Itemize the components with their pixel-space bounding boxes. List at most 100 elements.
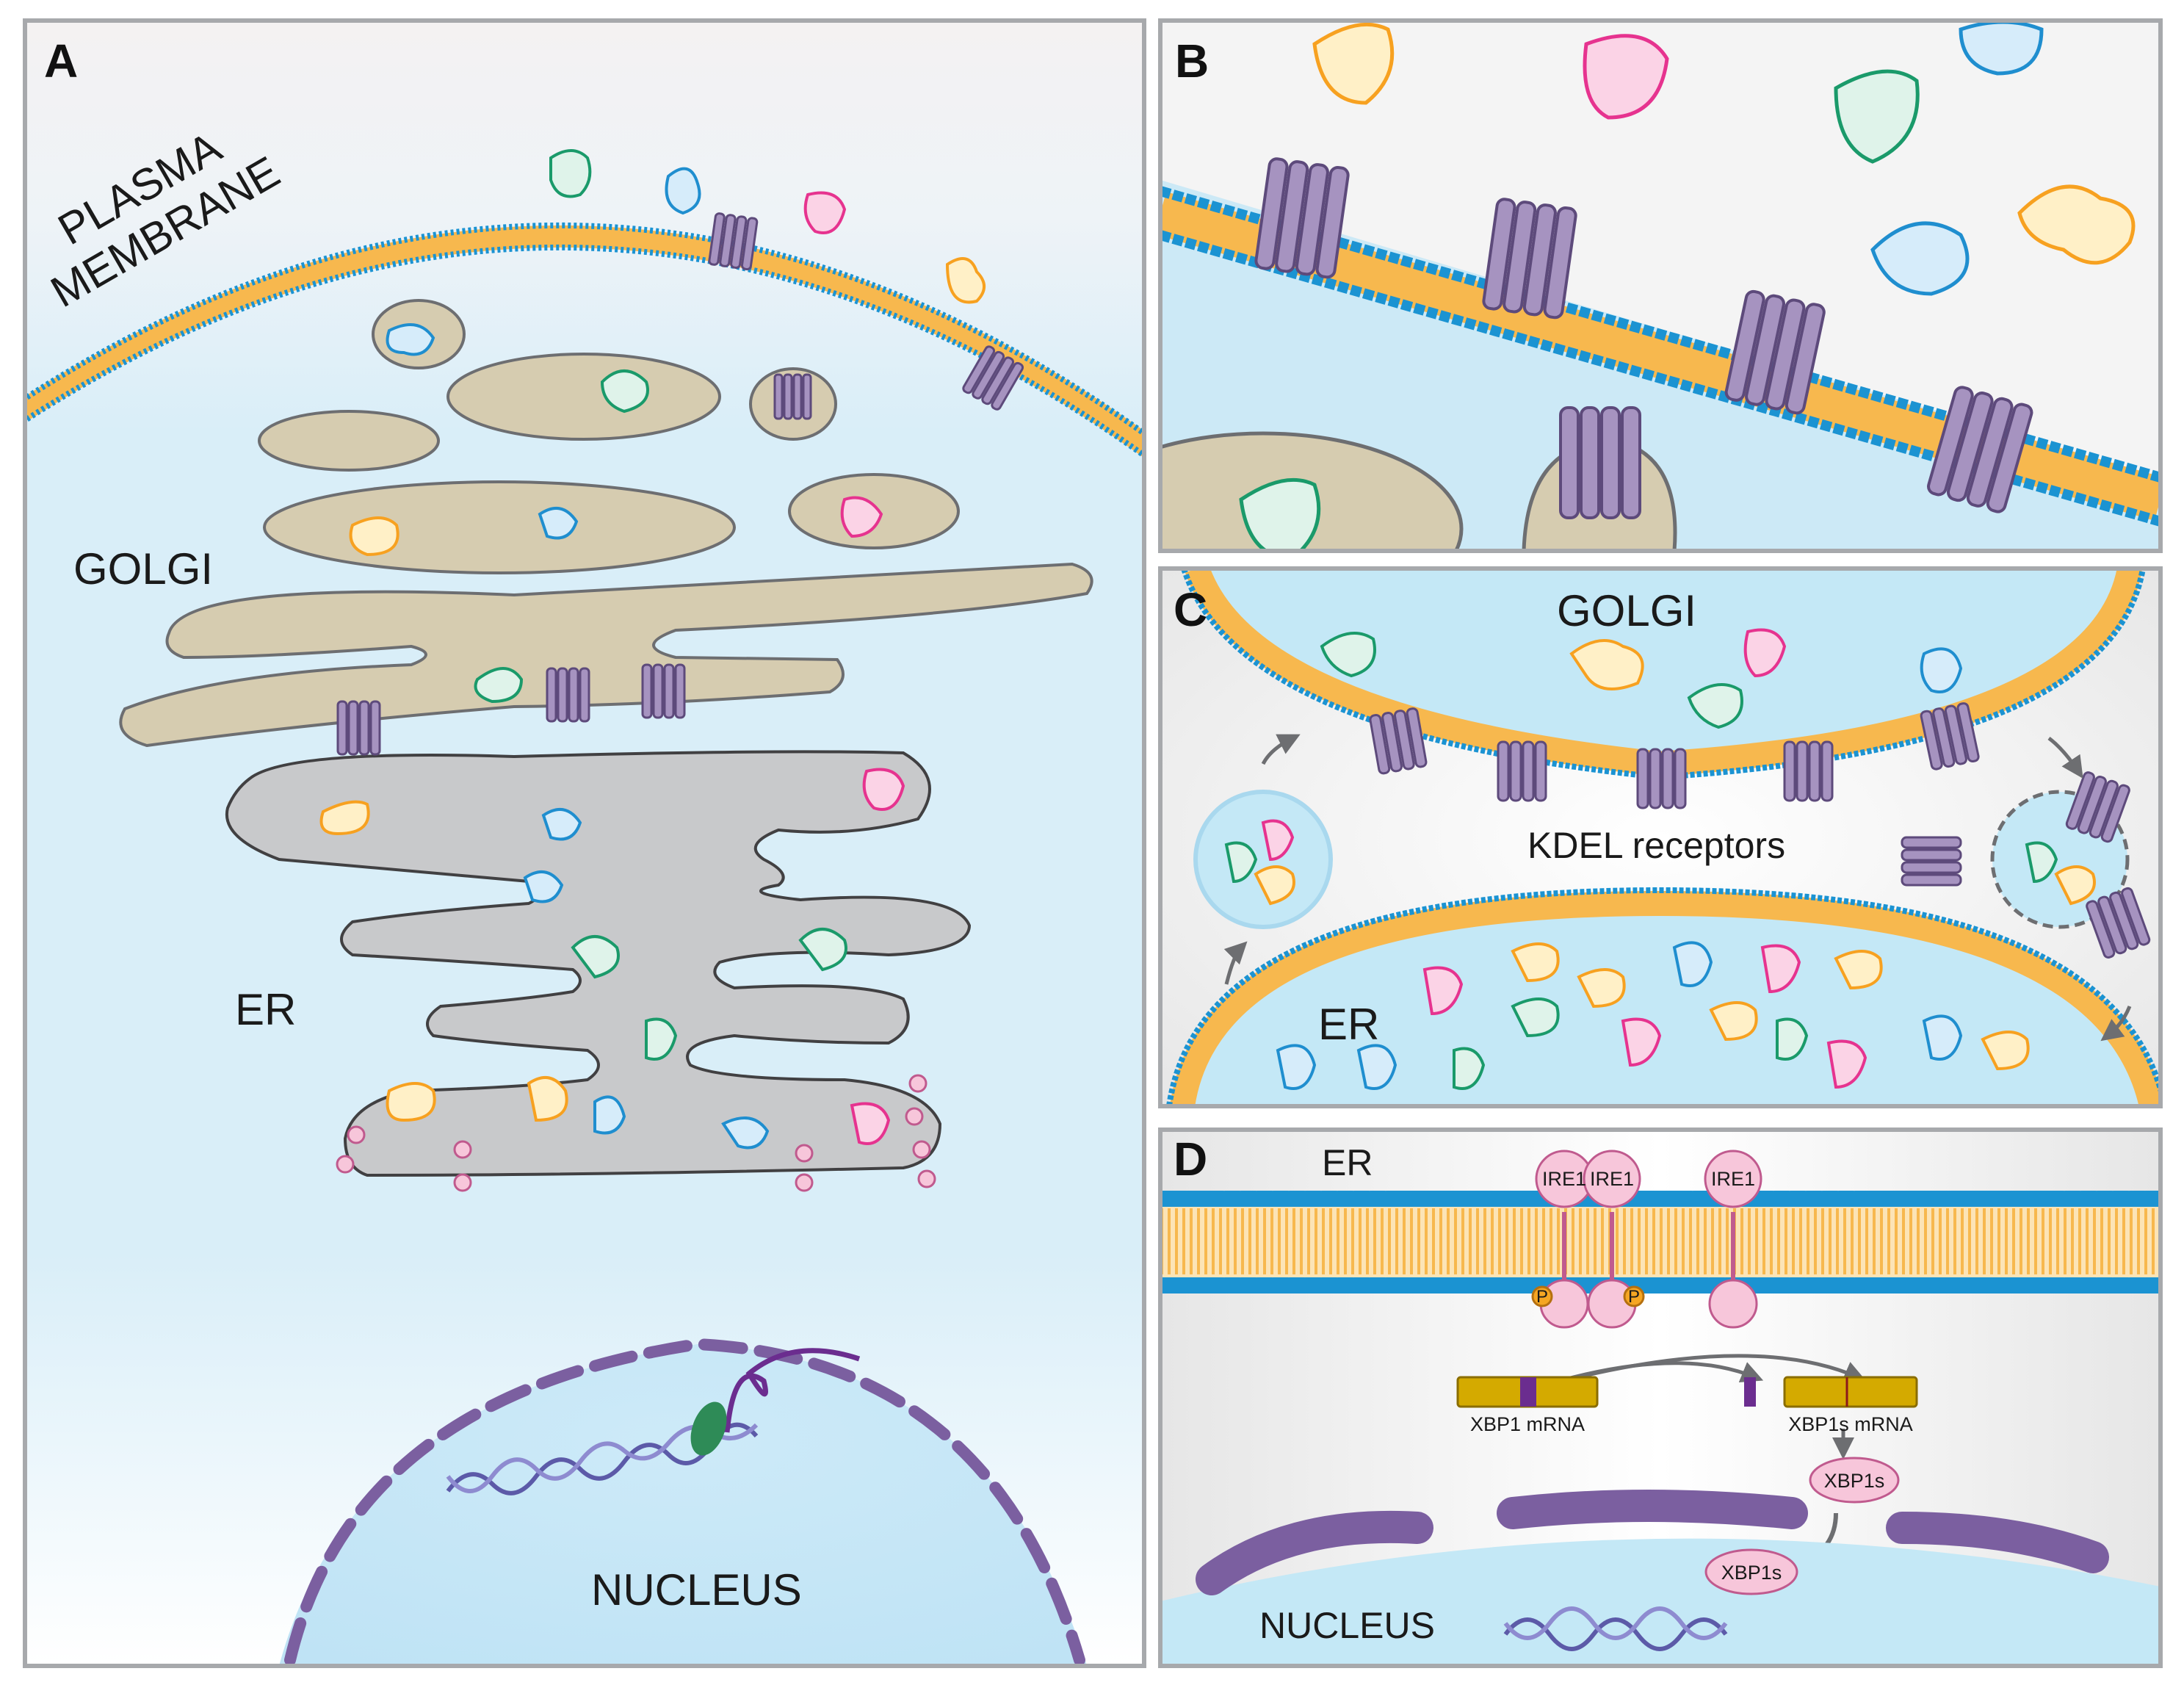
cargo-protein-blue [541, 808, 582, 841]
cargo-protein-blue [593, 1095, 626, 1135]
cargo-protein-blue [1922, 1014, 1963, 1061]
nuclear-envelope-segment [1196, 1510, 1433, 1595]
panel-d-frame [1158, 1127, 2163, 1668]
plasma-membrane-inner-leaflet [25, 244, 1144, 459]
kdel-receptor [773, 373, 812, 420]
transport-arrows [1223, 734, 2132, 1042]
cargo-protein-orange [319, 800, 370, 836]
anterograde-arrow-up [1223, 941, 1248, 985]
er-label: ER [235, 985, 296, 1034]
kdel-receptor [1559, 406, 1641, 519]
glycan [453, 1173, 472, 1192]
cargo-protein-orange [349, 516, 399, 557]
kdel-receptor [1254, 157, 1350, 279]
glycan [905, 1107, 924, 1126]
er-lumen [1182, 903, 2152, 1106]
cargo-protein-green [1453, 1047, 1486, 1090]
glycan [908, 1074, 928, 1093]
cargo-protein-green [1320, 632, 1376, 678]
nuclear-envelope-segment [1497, 1490, 1808, 1529]
golgi-cisterna [258, 410, 440, 472]
cargo-protein-green [600, 369, 649, 414]
cargo-protein-orange [1834, 950, 1883, 990]
cargo-protein-blue [665, 167, 701, 215]
cargo-protein-orange [945, 257, 986, 304]
panel-d-er-label: ER [1322, 1142, 1373, 1183]
panel-a: A PLASMA MEMBRANE GOLGI ER NUCLEUS [25, 21, 1144, 1666]
cargo-protein-green [2025, 841, 2058, 884]
cargo-protein-blue [1920, 647, 1963, 693]
copii-vesicle [1193, 790, 1333, 929]
cargo-protein-blue [1276, 1044, 1317, 1090]
kdel-receptor [2086, 887, 2151, 959]
panel-d-label: D [1174, 1133, 1207, 1186]
panel-b-label: B [1175, 35, 1209, 87]
ire1-dimer [1531, 1150, 1762, 1329]
kdel-receptor [962, 345, 1024, 411]
panel-c-frame [1158, 566, 2163, 1108]
cargo-protein-blue [538, 507, 579, 540]
anterograde-arrow-to-golgi [1261, 734, 1301, 765]
retrograde-arrow-to-er [2100, 1006, 2132, 1042]
glycan [795, 1173, 814, 1192]
glycan [336, 1155, 355, 1174]
splicing-arrow-mrna [1534, 1354, 1867, 1390]
panel-b-receptors [1254, 157, 2033, 519]
cargo-protein-pink [1760, 944, 1801, 994]
cargo-protein-green [1776, 1017, 1809, 1061]
kdel-receptor [1497, 740, 1547, 802]
kdel-receptor [1724, 289, 1826, 415]
glycan [453, 1140, 472, 1159]
kdel-receptor [1927, 386, 2033, 513]
kdel-receptor [2065, 771, 2130, 843]
ire1-label: IRE1 [1542, 1168, 1586, 1190]
cargo-protein-pink [1422, 966, 1464, 1016]
cargo-protein-blue [721, 1116, 770, 1150]
kdel-receptor [1901, 836, 1962, 887]
nuclear-envelope [284, 1338, 1085, 1666]
phosphate-label: P [1628, 1287, 1640, 1307]
cargo-protein-orange [1577, 968, 1626, 1009]
cargo-protein-blue [386, 323, 435, 356]
panel-c: C GOLGI KDEL receptors ER [1160, 569, 2161, 1106]
cargo-protein-green [571, 935, 620, 979]
cargo-protein-orange [2017, 184, 2136, 265]
xbp1s-mrna-label: XBP1s mRNA [1788, 1413, 1913, 1435]
polymerase-icon [690, 1401, 727, 1456]
nuclear-envelope-segment [1886, 1512, 2109, 1573]
cargo-protein-pink [1261, 819, 1295, 862]
xbp1s-protein-cytosol [1809, 1457, 1900, 1504]
cargo-protein-pink [1583, 34, 1669, 120]
xbp1s-nuclear-label: XBP1s [1721, 1562, 1782, 1584]
cargo-protein-green [645, 1017, 678, 1061]
cargo-protein-blue [523, 870, 564, 903]
cargo-protein-blue [1356, 1044, 1397, 1090]
xbp1-mrna-label: XBP1 mRNA [1470, 1413, 1585, 1435]
kdel-receptor-group-a [336, 212, 1024, 756]
cargo-protein-orange [386, 1082, 436, 1122]
kdel-receptors-label: KDEL receptors [1527, 825, 1785, 866]
cargo-protein-orange [1981, 1031, 2030, 1071]
er-membrane [1170, 890, 2161, 1106]
cargo-protein-blue [1672, 941, 1713, 987]
golgi-stack [119, 299, 1093, 748]
cargo-protein-pink [840, 496, 883, 538]
cargo-protein-orange [1511, 942, 1560, 983]
golgi-cisterna [446, 353, 721, 441]
cargo-protein-blue [1870, 221, 1970, 296]
panel-c-receptors [1369, 702, 2151, 959]
kdel-receptor [1369, 707, 1428, 775]
cargo-proteins-a [319, 149, 986, 1150]
cargo-protein-green [1687, 683, 1743, 729]
cargo-protein-pink [803, 191, 847, 234]
glycan [347, 1125, 366, 1144]
ire1-kinase-domain [1708, 1279, 1758, 1329]
cargo-protein-green [1239, 477, 1321, 551]
phosphate-label: P [1536, 1287, 1548, 1307]
cargo-protein-orange [527, 1076, 568, 1122]
cargo-protein-green [474, 667, 524, 704]
cargo-protein-orange [1312, 22, 1395, 105]
excised-intron [1744, 1377, 1756, 1407]
panel-b: B [1160, 21, 2161, 551]
